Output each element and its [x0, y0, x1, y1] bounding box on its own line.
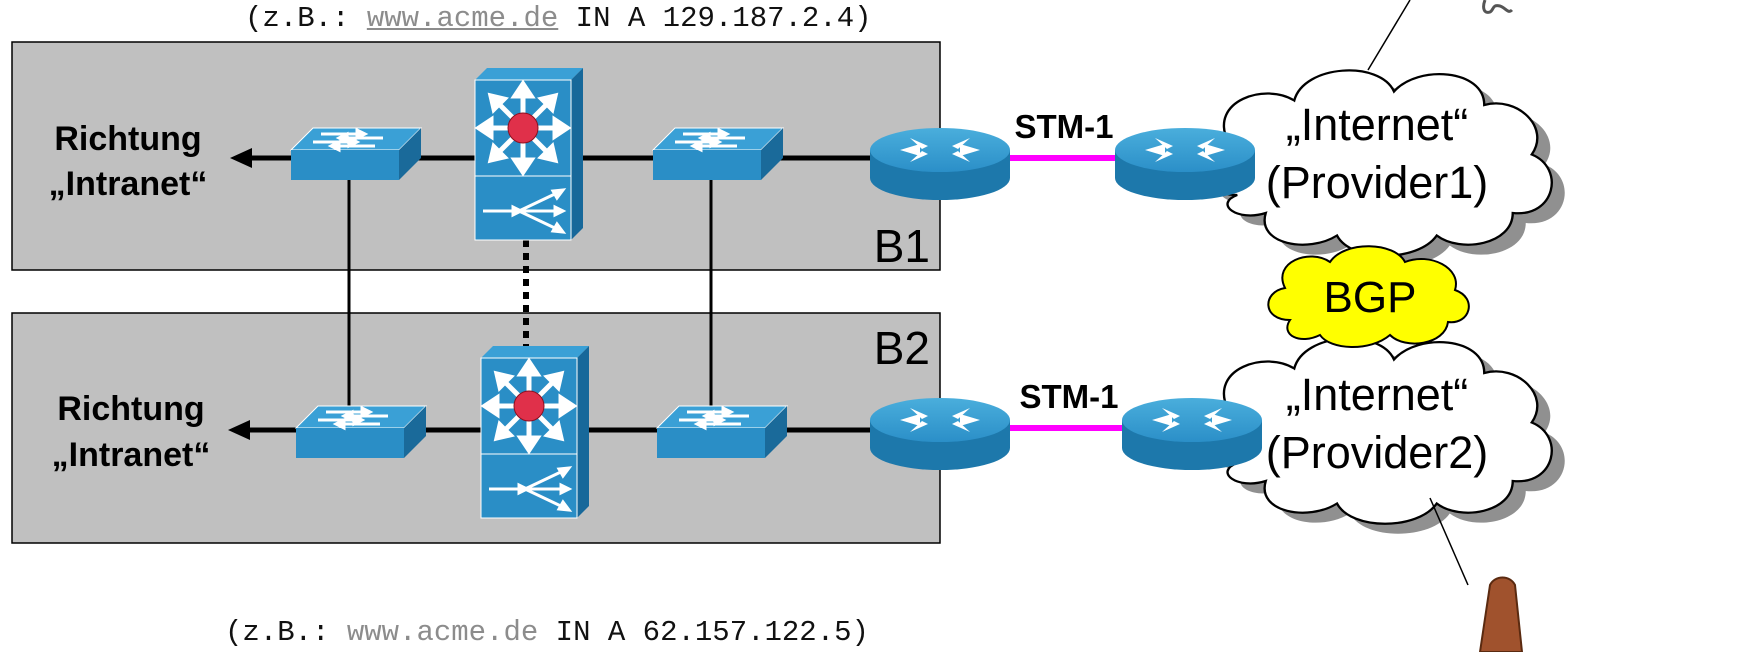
arrow-left-icon [230, 148, 252, 168]
dns-example-top: (z.B.: www.acme.de IN A 129.187.2.4) [245, 2, 872, 35]
direction-label-b1-line1: Richtung [54, 120, 201, 158]
switch-icon [294, 404, 428, 460]
connector-line-top [1367, 0, 1411, 71]
router-icon [1122, 398, 1262, 470]
dns-prefix: (z.B.: [225, 616, 347, 649]
link-label-b2: STM-1 [1020, 378, 1119, 415]
cloud-label-2-line1: „Internet“ [1286, 369, 1469, 420]
person-icon [1478, 576, 1524, 653]
building-label-b1: B1 [874, 220, 930, 272]
dns-record: IN A 129.187.2.4) [558, 2, 872, 35]
cloud-label-1-line1: „Internet“ [1286, 99, 1469, 150]
link-label-b1: STM-1 [1015, 108, 1114, 145]
switch-icon [289, 126, 423, 182]
dns-host: www.acme.de [346, 616, 539, 649]
switch-icon [651, 126, 785, 182]
cloud-label-2-line2: (Provider2) [1266, 427, 1489, 478]
router-icon [870, 398, 1010, 470]
direction-label-b2-line2: „Intranet“ [52, 436, 211, 474]
connector-line-bottom [1429, 497, 1469, 586]
router-icon [870, 128, 1010, 200]
dns-host-link[interactable]: www.acme.de [366, 2, 559, 35]
direction-label-b1-line2: „Intranet“ [49, 165, 208, 203]
multilayer-switch-icon [481, 346, 589, 518]
direction-label-b2-line1: Richtung [57, 390, 204, 428]
dns-record: IN A 62.157.122.5) [538, 616, 869, 649]
dns-prefix: (z.B.: [245, 2, 367, 35]
cloud-label-1-line2: (Provider1) [1266, 157, 1489, 208]
bgp-label: BGP [1324, 273, 1417, 322]
switch-icon [655, 404, 789, 460]
person-icon [1482, 0, 1514, 14]
multilayer-switch-icon [475, 68, 583, 240]
arrow-left-icon [228, 420, 250, 440]
router-icon [1115, 128, 1255, 200]
dns-example-bottom: (z.B.: www.acme.de IN A 62.157.122.5) [225, 616, 869, 649]
bgp-cloud-icon [1267, 245, 1470, 348]
building-label-b2: B2 [874, 322, 930, 374]
